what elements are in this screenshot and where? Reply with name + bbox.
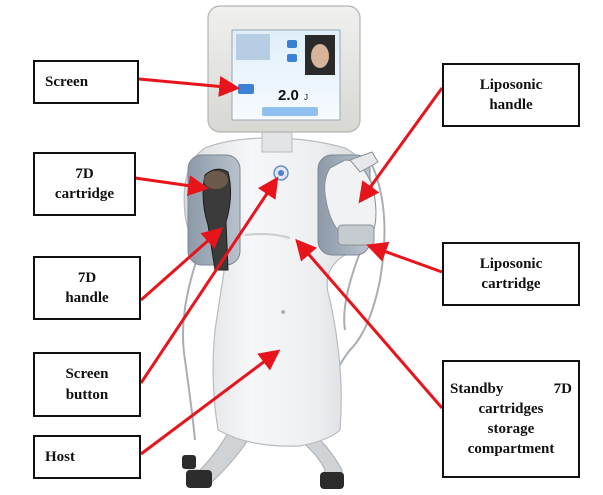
body-logo-mark (281, 310, 285, 314)
label-standby-compartment: Standby 7D cartridges storage compartmen… (442, 360, 580, 478)
label-liposonic-cartridge: Liposonic cartridge (442, 242, 580, 306)
label-7d-handle-text: 7D handle (65, 269, 109, 306)
screen-thumbnail (236, 34, 270, 60)
screen-start-bar (262, 107, 318, 116)
label-storage-word: storage (487, 421, 535, 437)
label-liposonic-handle-text: Liposonic handle (479, 76, 543, 113)
caster-wheel-left (186, 470, 212, 488)
7d-cartridge (204, 171, 228, 189)
caster-wheel-right (320, 472, 344, 489)
screen-button-light (278, 170, 284, 176)
label-7d-handle: 7D handle (33, 256, 141, 320)
label-standby-word: Standby (450, 380, 504, 397)
caster-wheel-back (182, 455, 196, 469)
label-7d-cartridge: 7D cartridge (33, 152, 136, 216)
label-compartment-word: compartment (467, 441, 555, 458)
label-7d-cartridge-text: 7D cartridge (54, 165, 115, 202)
label-host: Host (33, 435, 141, 479)
label-liposonic-cartridge-text: Liposonic cartridge (479, 255, 543, 292)
screen-face-icon (311, 44, 329, 68)
label-host-text: Host (45, 448, 75, 465)
label-screen-button: Screen button (33, 352, 141, 417)
label-cartridges-word: cartridges (478, 400, 544, 417)
liposonic-cartridge (337, 224, 375, 246)
screen-mode-icon (287, 40, 297, 48)
screen-mode-icon (287, 54, 297, 62)
screen-energy-unit: J (304, 93, 308, 102)
label-screen-button-text: Screen button (65, 366, 109, 403)
screen-side-icon (238, 84, 254, 94)
screen-energy-value: 2.0 (278, 87, 299, 104)
label-screen-text: Screen (45, 73, 89, 90)
label-7d-word: 7D (553, 380, 572, 397)
label-screen: Screen (33, 60, 139, 104)
label-liposonic-handle: Liposonic handle (442, 63, 580, 127)
